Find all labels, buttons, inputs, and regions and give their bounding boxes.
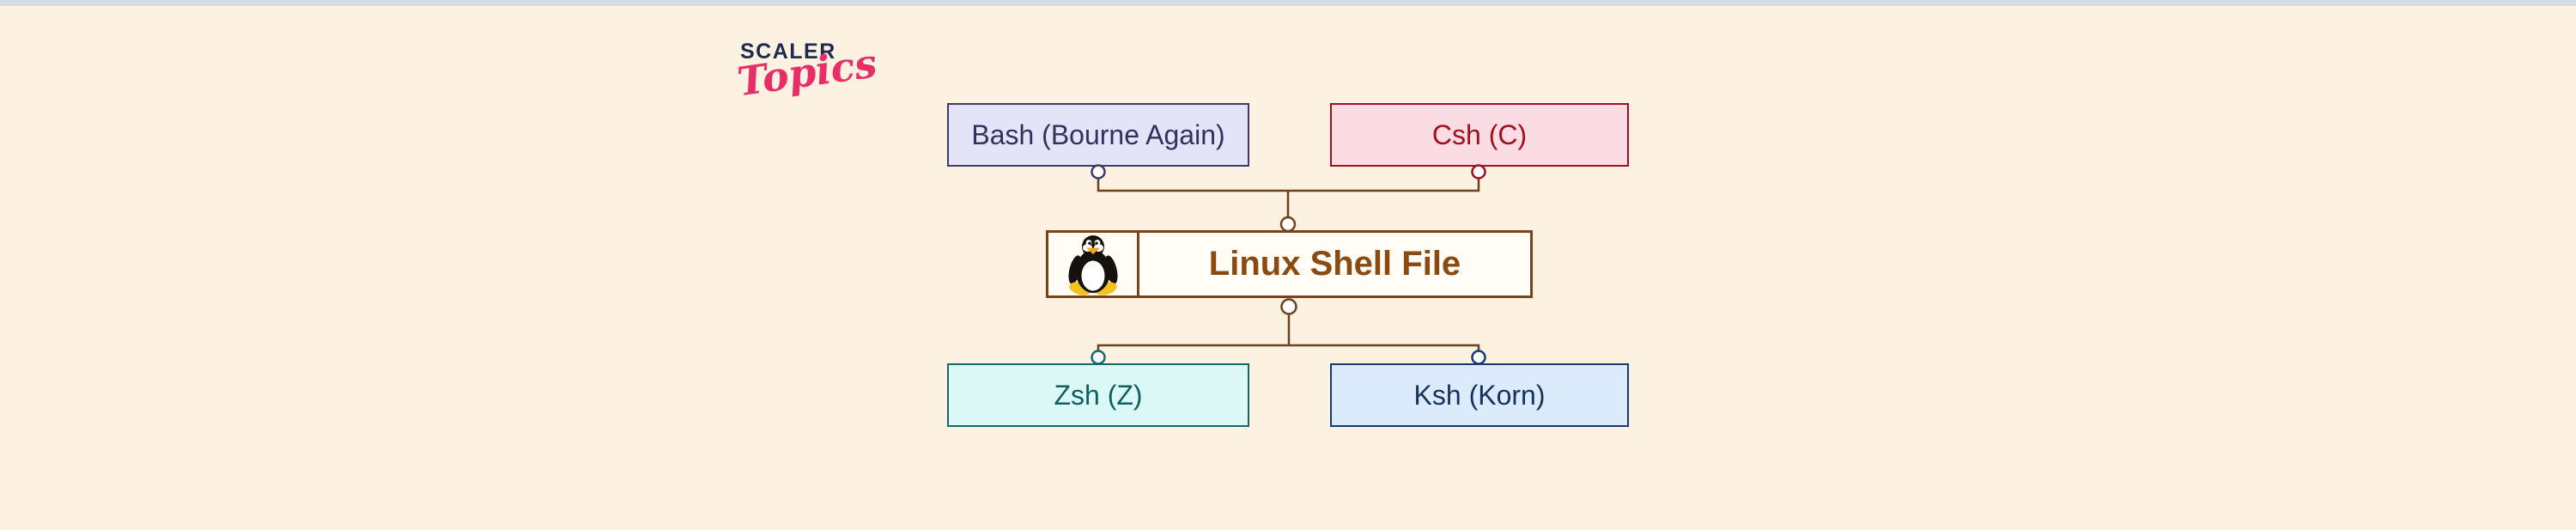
diagram-node-ksh-label: Ksh (Korn) <box>1413 379 1546 411</box>
logo-brand-text: SCALER <box>740 40 836 64</box>
junction-circle-ksh <box>1471 350 1486 365</box>
diagram-node-bash: Bash (Bourne Again) <box>947 103 1249 167</box>
junction-circle-root-bottom <box>1280 298 1297 315</box>
diagram-node-bash-label: Bash (Bourne Again) <box>971 119 1225 150</box>
diagram-node-linux-shell-file: Linux Shell File <box>1046 230 1533 298</box>
tux-penguin-icon <box>1067 235 1118 295</box>
junction-circle-bash <box>1091 164 1106 180</box>
diagram-node-zsh-label: Zsh (Z) <box>1054 379 1143 411</box>
tux-beak <box>1085 247 1100 254</box>
tux-pupil-left <box>1087 241 1091 245</box>
diagram-node-csh: Csh (C) <box>1330 103 1629 167</box>
diagram-node-ksh: Ksh (Korn) <box>1330 363 1629 427</box>
junction-circle-zsh <box>1091 350 1106 365</box>
diagram-node-zsh: Zsh (Z) <box>947 363 1249 427</box>
diagram-node-linux-label: Linux Shell File <box>1208 245 1461 283</box>
tux-belly <box>1081 260 1104 290</box>
connector-top-tee <box>1097 170 1480 192</box>
root-icon-cell <box>1048 233 1139 295</box>
junction-circle-root-top <box>1279 216 1297 233</box>
scaler-topics-logo: SCALER Topics <box>734 40 886 105</box>
window-top-bar <box>0 0 2576 6</box>
junction-circle-csh <box>1471 164 1486 180</box>
tux-pupil-right <box>1094 241 1098 245</box>
connector-bottom-tee <box>1097 344 1480 356</box>
diagram-node-csh-label: Csh (C) <box>1431 119 1528 150</box>
